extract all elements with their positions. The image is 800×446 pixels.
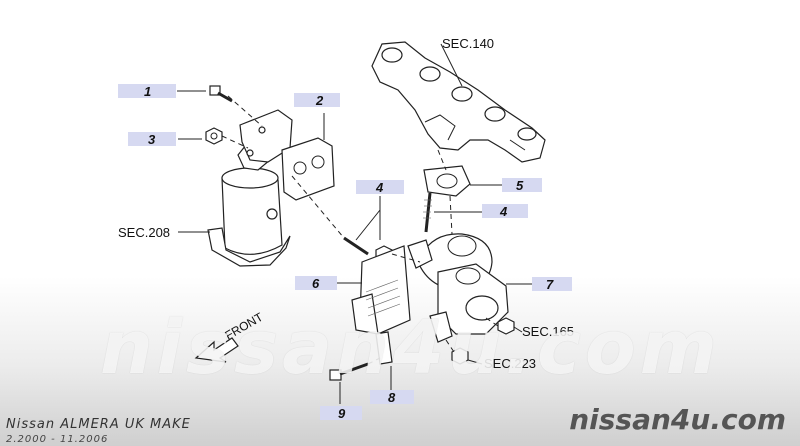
heat-shield (351, 245, 411, 365)
svg-text:2: 2 (315, 93, 324, 108)
callout-7[interactable]: 7 (532, 277, 572, 292)
front-arrow (194, 337, 239, 363)
stud-4-right (423, 192, 432, 233)
ref-sec223[interactable]: SEC.223 (484, 356, 536, 371)
model-years: 2.2000 - 11.2006 (6, 434, 109, 445)
callout-2[interactable]: 2 (294, 93, 340, 108)
ref-sec165[interactable]: SEC.165 (522, 324, 574, 339)
nut-3 (205, 127, 223, 145)
ref-sec140[interactable]: SEC.140 (442, 36, 494, 51)
svg-text:7: 7 (546, 277, 554, 292)
ref-sec208[interactable]: SEC.208 (118, 225, 170, 240)
exhaust-manifold (371, 41, 546, 163)
catalytic-converter (207, 109, 293, 267)
gasket-5 (423, 165, 471, 197)
model-title: Nissan ALMERA UK MAKE (6, 417, 191, 432)
svg-text:3: 3 (148, 132, 156, 147)
callout-4-right[interactable]: 4 (482, 204, 528, 219)
bolt-sec165 (497, 317, 515, 335)
callout-4-left[interactable]: 4 (356, 180, 404, 195)
callout-5[interactable]: 5 (502, 178, 542, 193)
svg-text:5: 5 (516, 178, 524, 193)
callout-9[interactable]: 9 (320, 406, 362, 421)
callout-8[interactable]: 8 (370, 390, 414, 405)
watermark-large: nissan4u.com (100, 305, 721, 391)
svg-text:6: 6 (312, 276, 320, 291)
gasket-2 (281, 137, 335, 201)
svg-text:4: 4 (499, 204, 508, 219)
watermark-small: nissan4u.com (569, 403, 786, 436)
bolt-9 (329, 362, 369, 381)
bolt-1 (209, 85, 233, 103)
svg-text:9: 9 (338, 406, 346, 421)
svg-text:8: 8 (388, 390, 396, 405)
svg-text:1: 1 (144, 84, 151, 99)
turbocharger (407, 233, 509, 343)
callout-1[interactable]: 1 (118, 84, 176, 99)
callout-3[interactable]: 3 (128, 132, 176, 147)
callout-6[interactable]: 6 (295, 276, 337, 291)
svg-text:4: 4 (375, 180, 384, 195)
